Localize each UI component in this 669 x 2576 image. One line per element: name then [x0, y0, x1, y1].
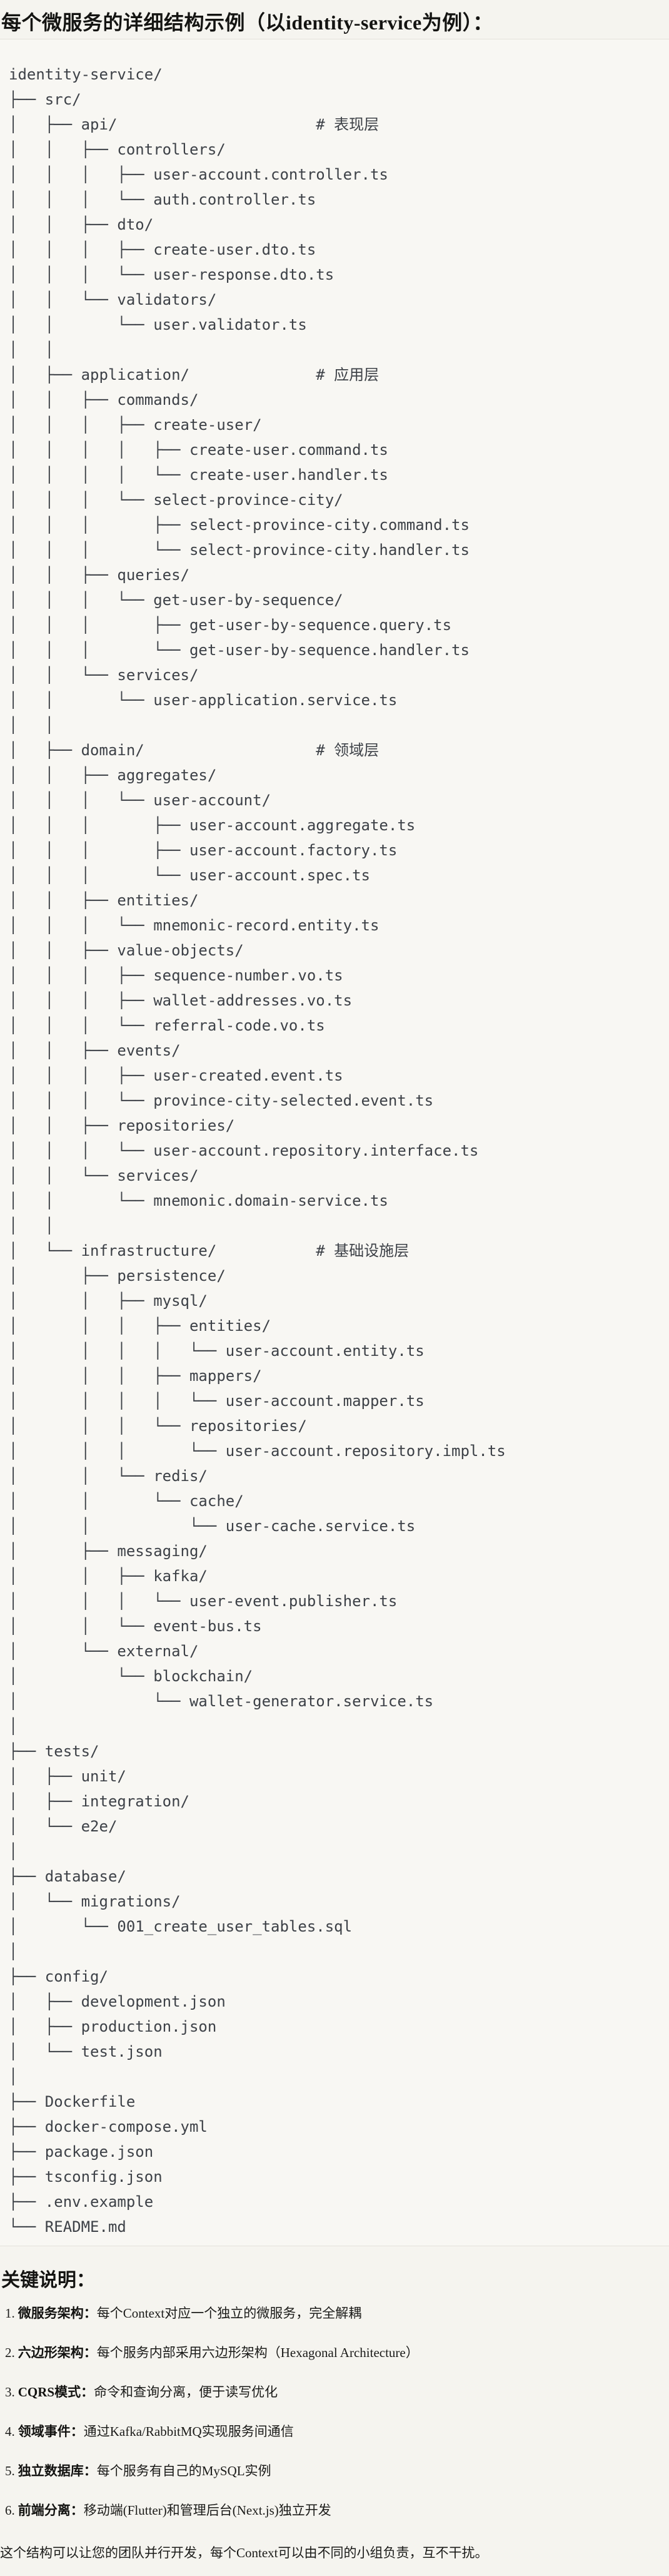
note-term: 前端分离：: [18, 2503, 84, 2518]
code-block: identity-service/ ├── src/ │ ├── api/ # …: [0, 39, 669, 2246]
note-number: 3.: [5, 2385, 15, 2400]
note-description: 通过Kafka/RabbitMQ实现服务间通信: [83, 2424, 294, 2439]
note-term: 微服务架构：: [18, 2306, 97, 2321]
note-term: CQRS模式：: [18, 2385, 94, 2400]
note-item-6: 6.前端分离：移动端(Flutter)和管理后台(Next.js)独立开发: [5, 2501, 669, 2520]
page-title: 每个微服务的详细结构示例（以identity-service为例）：: [1, 11, 493, 34]
note-description: 每个服务内部采用六边形架构（Hexagonal Architecture）: [96, 2345, 419, 2360]
notes-list: 1.微服务架构：每个Context对应一个独立的微服务，完全解耦 2.六边形架构…: [0, 2304, 669, 2520]
note-description: 每个服务有自己的MySQL实例: [96, 2463, 271, 2478]
note-description: 命令和查询分离，便于读写优化: [94, 2385, 278, 2400]
note-number: 5.: [5, 2463, 15, 2478]
note-item-1: 1.微服务架构：每个Context对应一个独立的微服务，完全解耦: [5, 2304, 669, 2323]
note-number: 1.: [5, 2306, 15, 2321]
note-number: 4.: [5, 2424, 15, 2439]
closing-paragraph: 这个结构可以让您的团队并行开发，每个Context可以由不同的小组负责，互不干扰…: [0, 2545, 488, 2560]
note-item-2: 2.六边形架构：每个服务内部采用六边形架构（Hexagonal Architec…: [5, 2343, 669, 2362]
note-description: 移动端(Flutter)和管理后台(Next.js)独立开发: [83, 2503, 331, 2518]
note-term: 独立数据库：: [18, 2463, 97, 2478]
notes-heading: 关键说明：: [1, 2270, 95, 2291]
note-number: 6.: [5, 2503, 15, 2518]
note-description: 每个Context对应一个独立的微服务，完全解耦: [96, 2306, 362, 2321]
note-term: 六边形架构：: [18, 2345, 97, 2360]
directory-tree: identity-service/ ├── src/ │ ├── api/ # …: [9, 66, 506, 2236]
note-item-3: 3.CQRS模式：命令和查询分离，便于读写优化: [5, 2383, 669, 2401]
note-item-4: 4.领域事件：通过Kafka/RabbitMQ实现服务间通信: [5, 2422, 669, 2441]
note-number: 2.: [5, 2345, 15, 2360]
note-term: 领域事件：: [18, 2424, 84, 2439]
note-item-5: 5.独立数据库：每个服务有自己的MySQL实例: [5, 2461, 669, 2480]
